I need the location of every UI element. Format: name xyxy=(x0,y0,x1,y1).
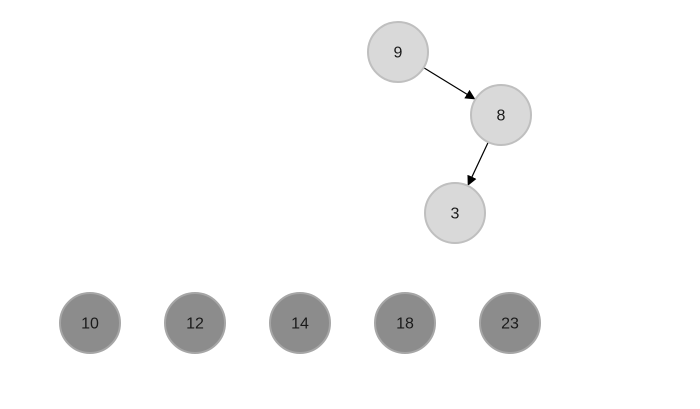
node-12: 12 xyxy=(164,292,226,354)
node-3-circle xyxy=(424,182,486,244)
node-3-label: 3 xyxy=(451,206,460,223)
edge-arrow-9-to-8 xyxy=(423,67,476,100)
row-nodes: 10 12 14 18 23 xyxy=(59,292,541,354)
node-9-label: 9 xyxy=(394,45,403,62)
node-12-label: 12 xyxy=(186,316,204,333)
node-14: 14 xyxy=(269,292,331,354)
edge-arrow-8-to-3 xyxy=(467,141,489,186)
node-12-circle xyxy=(164,292,226,354)
node-18-circle xyxy=(374,292,436,354)
tree-nodes: 9 8 3 xyxy=(367,21,532,244)
node-10: 10 xyxy=(59,292,121,354)
node-8-label: 8 xyxy=(497,108,506,125)
node-10-label: 10 xyxy=(81,316,99,333)
node-8: 8 xyxy=(470,84,532,146)
node-23: 23 xyxy=(479,292,541,354)
node-10-circle xyxy=(59,292,121,354)
node-9: 9 xyxy=(367,21,429,83)
node-9-circle xyxy=(367,21,429,83)
node-8-circle xyxy=(470,84,532,146)
node-3: 3 xyxy=(424,182,486,244)
node-14-label: 14 xyxy=(291,316,309,333)
node-18: 18 xyxy=(374,292,436,354)
node-23-label: 23 xyxy=(501,316,519,333)
edges-layer xyxy=(423,67,489,186)
node-23-circle xyxy=(479,292,541,354)
node-14-circle xyxy=(269,292,331,354)
node-18-label: 18 xyxy=(396,316,414,333)
